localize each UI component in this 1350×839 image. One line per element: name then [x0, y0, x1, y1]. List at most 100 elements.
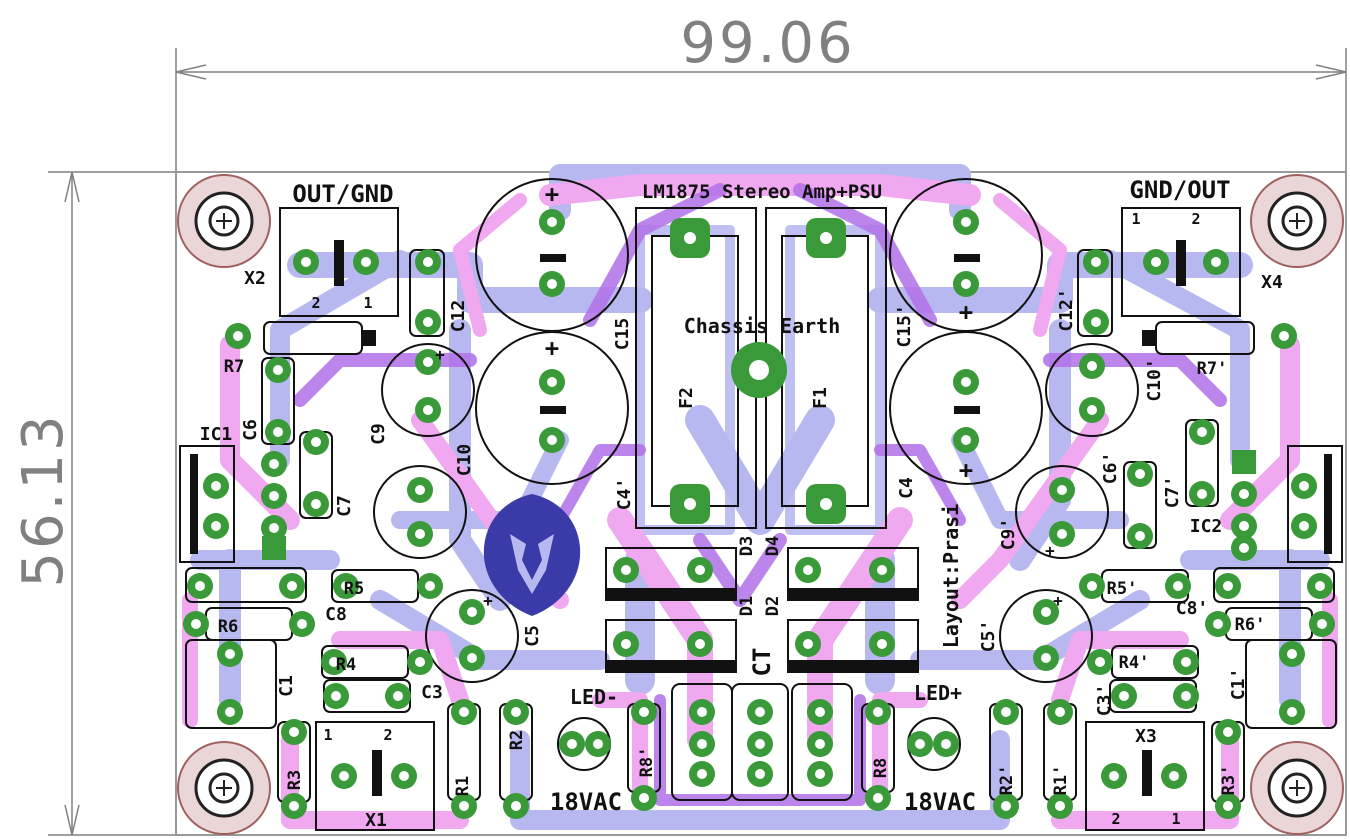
- label-c15p: C15': [894, 304, 915, 347]
- pad-hole: [961, 279, 971, 289]
- label-r1p: R1': [1051, 765, 1071, 796]
- label-c3: C3: [421, 682, 443, 703]
- pad-hole: [341, 581, 351, 591]
- pad-hole: [1057, 485, 1067, 495]
- pad-hole: [1041, 607, 1051, 617]
- pad-hole: [415, 485, 425, 495]
- pad-hole: [639, 707, 649, 717]
- pad-hole: [803, 639, 813, 649]
- led-minus-label: LED-: [570, 685, 618, 709]
- pad-hole: [1135, 531, 1145, 541]
- pad-hole: [423, 405, 433, 415]
- dimension-lines: [48, 48, 1347, 836]
- pad-hole: [1213, 619, 1223, 629]
- pad-hole: [331, 691, 341, 701]
- label-r7p: R7': [1197, 359, 1228, 379]
- pads: [183, 209, 1335, 819]
- pad-hole: [755, 769, 765, 779]
- pad-hole: [1055, 801, 1065, 811]
- pad-hole: [1197, 489, 1207, 499]
- pad-hole: [311, 437, 321, 447]
- pad-hole: [1279, 331, 1289, 341]
- pad-hole: [547, 217, 557, 227]
- x3-pin-1: 1: [1171, 810, 1180, 828]
- pad-hole: [593, 739, 603, 749]
- board-height-dimension: 56.13: [11, 412, 76, 587]
- pad-hole: [621, 639, 631, 649]
- pad-hole: [1001, 707, 1011, 717]
- square-pad: [1232, 450, 1256, 474]
- out-gnd-label: OUT/GND: [292, 180, 393, 208]
- pad-hole: [1299, 481, 1309, 491]
- pad-hole: [191, 619, 201, 629]
- silkscreen-marks: [190, 240, 1332, 796]
- layout-credit: Layout:Prasi: [939, 504, 963, 649]
- label-c7p: C7': [1162, 476, 1183, 509]
- polarity-c4: +: [959, 456, 973, 484]
- pad-hole: [459, 707, 469, 717]
- pad-hole: [269, 491, 279, 501]
- pad-hole: [1299, 521, 1309, 531]
- label-d3: D3: [737, 536, 757, 556]
- label-f1: F1: [810, 387, 831, 409]
- pad-hole: [1197, 427, 1207, 437]
- pad-hole: [423, 357, 433, 367]
- label-f2: F2: [676, 387, 697, 409]
- pad-hole: [399, 771, 409, 781]
- pad-hole: [1151, 257, 1161, 267]
- polarity-c9p: +: [1045, 541, 1055, 560]
- pad-hole: [211, 481, 221, 491]
- label-c6: C6: [240, 419, 261, 441]
- pad-hole: [1001, 801, 1011, 811]
- pad-hole: [877, 639, 887, 649]
- pad-hole: [1287, 649, 1297, 659]
- label-c15: C15: [612, 318, 633, 351]
- pad-hole: [1087, 581, 1097, 591]
- pad-hole: [1087, 405, 1097, 415]
- polarity-c15p: +: [959, 298, 973, 326]
- label-c10: C10: [454, 444, 475, 477]
- pad-hole: [1239, 489, 1249, 499]
- pad-hole: [1119, 691, 1129, 701]
- pad-hole: [684, 232, 696, 244]
- pad-hole: [755, 739, 765, 749]
- square-pad: [262, 536, 286, 560]
- pad-hole: [877, 565, 887, 575]
- chassis-earth-pad: [731, 342, 787, 398]
- pad-hole: [697, 769, 707, 779]
- label-ic2: IC2: [1190, 516, 1223, 537]
- label-r3p: R3': [1219, 765, 1239, 796]
- polarity-c10: +: [545, 334, 559, 362]
- label-c1: C1: [276, 675, 297, 697]
- pad-hole: [467, 607, 477, 617]
- label-c8p: C8': [1176, 598, 1209, 619]
- pad-hole: [873, 793, 883, 803]
- pad-hole: [1239, 521, 1249, 531]
- pad-hole: [941, 739, 951, 749]
- pad-hole: [1181, 657, 1191, 667]
- pad-hole: [803, 565, 813, 575]
- label-c7: C7: [334, 495, 355, 517]
- pad-hole: [1211, 257, 1221, 267]
- pad-hole: [225, 707, 235, 717]
- label-r8p: R8': [637, 747, 657, 778]
- board-width-dimension: 99.06: [680, 11, 855, 76]
- label-c1p: C1': [1228, 668, 1249, 701]
- vac-right-label: 18VAC: [904, 788, 976, 816]
- pad-hole: [1317, 619, 1327, 629]
- mounting-hole-bottom-right: [1250, 741, 1344, 835]
- pad-hole: [195, 581, 205, 591]
- pad-hole: [1109, 771, 1119, 781]
- chassis-earth-label: Chassis Earth: [684, 314, 841, 338]
- polarity-c9: +: [435, 345, 445, 364]
- label-c5: C5: [522, 625, 543, 647]
- pad-hole: [1287, 707, 1297, 717]
- led-plus-label: LED+: [914, 681, 962, 705]
- label-r8: R8: [871, 758, 891, 778]
- pad-hole: [1087, 361, 1097, 371]
- pad-hole: [287, 581, 297, 591]
- pad-hole: [1239, 543, 1249, 553]
- pad-hole: [1181, 691, 1191, 701]
- pad-hole: [639, 793, 649, 803]
- pad-hole: [567, 739, 577, 749]
